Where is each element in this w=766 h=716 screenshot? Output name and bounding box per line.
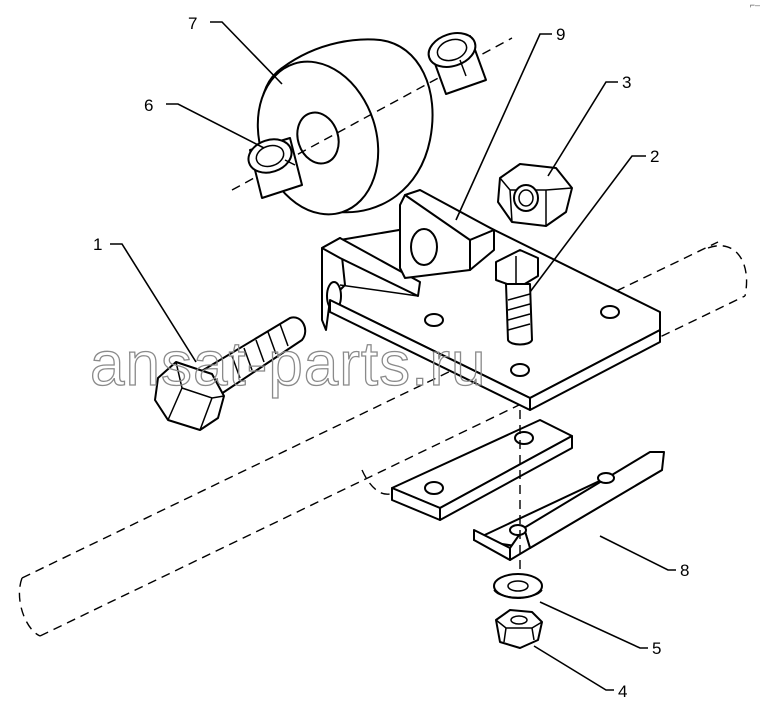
leader-1 [110,243,197,363]
leader-4 [533,645,614,691]
bolt-part-1 [154,316,307,431]
leader-9 [455,33,552,221]
callout-5: 5 [652,639,661,658]
angle-bracket-part-8 [473,451,665,561]
corner-mark: ⌐– [749,0,760,10]
leader-8 [599,535,676,571]
bushing-part-6-front [247,137,303,199]
bracket-part-9 [321,189,661,411]
callout-3: 3 [622,73,631,92]
nut-part-4 [495,609,543,649]
leader-6 [166,103,265,149]
washer-part-5 [493,573,543,599]
leader-3 [547,81,618,177]
leader-2 [529,155,646,293]
callout-8: 8 [680,561,689,580]
bolt-part-2 [495,249,539,346]
callout-1: 1 [93,235,102,254]
callout-2: 2 [650,147,659,166]
leader-7 [210,21,283,85]
callout-4: 4 [618,682,627,701]
clamp-plate [391,419,573,521]
callout-labels: 7 6 9 3 2 1 8 5 4 [93,14,689,701]
leader-lines [110,21,676,691]
callout-9: 9 [556,25,565,44]
callout-7: 7 [188,14,197,33]
bushing-rear [427,32,487,95]
nut-part-3 [497,163,573,227]
callout-6: 6 [144,96,153,115]
leader-5 [539,601,648,649]
watermark-text: ansat-parts.ru [90,330,487,399]
